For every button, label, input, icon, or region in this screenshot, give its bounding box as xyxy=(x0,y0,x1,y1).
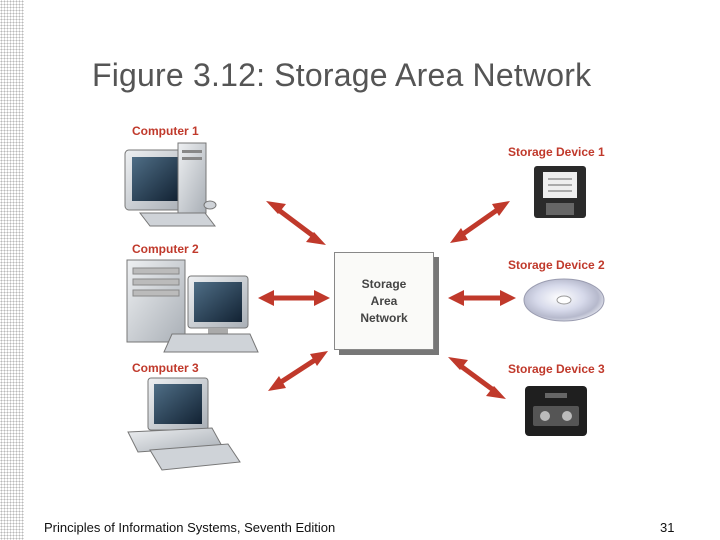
computer-3-label: Computer 3 xyxy=(132,361,199,375)
arrow-computer-3 xyxy=(268,351,328,391)
desktop-computer-icon xyxy=(127,377,241,471)
arrow-storage-3 xyxy=(448,357,506,399)
arrow-computer-1 xyxy=(266,201,326,245)
optical-disc-icon xyxy=(523,278,605,322)
tower-computer-icon xyxy=(126,259,259,353)
computer-2-label: Computer 2 xyxy=(132,242,199,256)
page-number: 31 xyxy=(660,520,675,535)
dotted-border xyxy=(0,0,24,540)
storage-device-3-label: Storage Device 3 xyxy=(508,362,605,376)
storage-area-network-box: Storage Area Network xyxy=(334,252,434,350)
storage-device-1-label: Storage Device 1 xyxy=(508,145,605,159)
connection-arrows xyxy=(258,201,516,399)
slide-title: Figure 3.12: Storage Area Network xyxy=(92,57,592,93)
computer-1-label: Computer 1 xyxy=(132,124,199,138)
storage-device-2-label: Storage Device 2 xyxy=(508,258,605,272)
arrow-storage-2 xyxy=(448,290,516,306)
floppy-disk-icon xyxy=(534,166,586,218)
desktop-computer-icon xyxy=(124,142,217,227)
arrow-storage-1 xyxy=(450,201,510,243)
san-label: Storage Area Network xyxy=(360,276,408,325)
arrow-computer-2 xyxy=(258,290,330,306)
footer-text: Principles of Information Systems, Seven… xyxy=(44,520,336,535)
tape-cartridge-icon xyxy=(525,386,587,436)
